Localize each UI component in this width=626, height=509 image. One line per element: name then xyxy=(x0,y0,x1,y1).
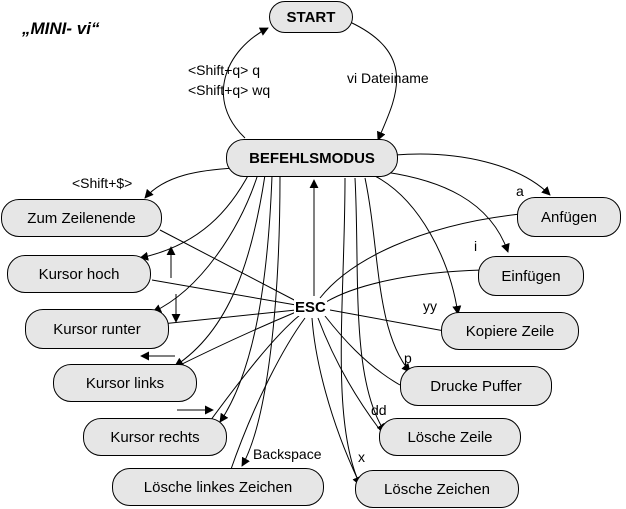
label-insert-key: i xyxy=(474,238,478,254)
edge-to-delete-line xyxy=(354,177,386,433)
edge-to-insert xyxy=(384,171,510,253)
edge-print-esc xyxy=(324,315,401,386)
edge-delete-char-esc xyxy=(311,317,359,481)
edge-to-print xyxy=(364,177,411,373)
edge-delete-left-esc xyxy=(229,317,306,473)
edge-delete-line-esc xyxy=(317,317,381,431)
edge-to-line-end xyxy=(144,167,236,199)
node-append: Anfügen xyxy=(517,197,621,237)
edge-to-delete-char xyxy=(340,177,361,486)
node-delete-left-char: Lösche linkes Zeichen xyxy=(112,468,324,506)
node-delete-line: Lösche Zeile xyxy=(379,418,521,456)
node-copy-line: Kopiere Zeile xyxy=(441,312,579,350)
label-backspace-key: Backspace xyxy=(253,446,322,462)
edge-to-delete-left xyxy=(241,175,281,467)
edge-to-cursor-right xyxy=(219,175,273,423)
edge-cursor-left-esc xyxy=(169,311,297,371)
node-cursor-down: Kursor runter xyxy=(25,309,169,349)
edge-append-esc xyxy=(319,213,521,299)
edge-to-copy xyxy=(374,175,462,315)
edge-open-file xyxy=(349,21,398,141)
node-start: START xyxy=(269,1,353,33)
label-append-key: a xyxy=(516,183,524,199)
node-print-buffer: Drucke Puffer xyxy=(400,366,552,406)
label-line-end-key: <Shift+$> xyxy=(72,175,133,191)
label-open-file: vi Dateiname xyxy=(347,70,429,86)
label-copy-key: yy xyxy=(423,298,437,314)
label-delete-line-key: dd xyxy=(371,402,387,418)
edge-cursor-up-esc xyxy=(151,279,297,306)
label-delete-char-key: x xyxy=(358,449,365,465)
node-cursor-left: Kursor links xyxy=(53,364,197,402)
edge-to-cursor-down xyxy=(152,173,259,313)
edge-insert-esc xyxy=(325,269,483,303)
node-command-mode: BEFEHLSMODUS xyxy=(226,139,398,177)
node-line-end: Zum Zeilenende xyxy=(1,199,162,237)
node-insert: Einfügen xyxy=(478,256,584,296)
diagram-title: „MINI- vi“ xyxy=(22,19,100,38)
label-quit: <Shift+q> q xyxy=(188,62,261,78)
edge-cursor-right-esc xyxy=(204,314,301,429)
node-cursor-right: Kursor rechts xyxy=(83,418,227,456)
node-delete-char: Lösche Zeichen xyxy=(355,470,519,508)
node-cursor-up: Kursor hoch xyxy=(7,255,151,293)
label-save-quit: <Shift+q> wq xyxy=(188,82,271,98)
edge-copy-esc xyxy=(329,309,451,333)
edge-to-cursor-up xyxy=(139,171,251,261)
edge-quit xyxy=(222,27,269,139)
edge-to-cursor-left xyxy=(174,174,266,367)
node-esc: ESC xyxy=(294,299,327,316)
edge-to-append xyxy=(394,153,551,196)
label-print-key: p xyxy=(404,350,412,366)
edge-line-end-esc xyxy=(159,229,299,303)
